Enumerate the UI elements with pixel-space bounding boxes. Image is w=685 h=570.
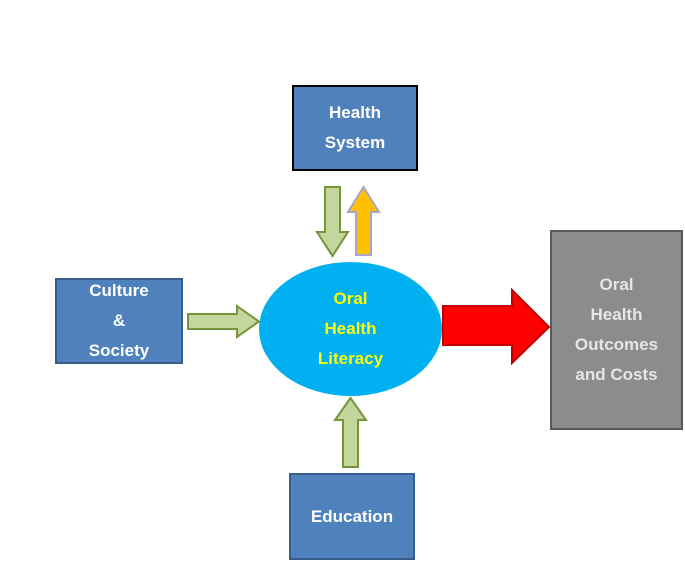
arrow-health-system-to-literacy	[315, 186, 350, 258]
oral-health-literacy-ellipse: Oral Health Literacy	[259, 262, 442, 396]
education-box: Education	[289, 473, 415, 560]
culture-society-label-line-1: Culture	[89, 281, 149, 300]
health-system-label-line-1: Health	[329, 103, 381, 122]
outcomes-costs-box: Oral Health Outcomes and Costs	[550, 230, 683, 430]
arrow-literacy-to-health-system	[346, 185, 381, 256]
outcomes-label-line-1: Oral	[599, 275, 634, 294]
education-label: Education	[310, 506, 394, 526]
arrow-literacy-to-outcomes	[442, 287, 551, 366]
outcomes-label-line-2: Health	[590, 305, 643, 324]
culture-society-box: Culture & Society	[55, 278, 183, 364]
literacy-label-line-3: Literacy	[317, 349, 384, 368]
arrow-education-to-literacy	[333, 396, 368, 468]
arrow-culture-to-literacy	[187, 304, 261, 339]
health-system-label-line-2: System	[324, 133, 386, 152]
culture-society-label-line-2: &	[112, 311, 126, 330]
health-system-box: Health System	[292, 85, 418, 171]
literacy-label-line-1: Oral	[333, 289, 368, 308]
outcomes-label-line-4: and Costs	[575, 365, 658, 384]
outcomes-label-line-3: Outcomes	[574, 335, 659, 354]
culture-society-label-line-3: Society	[88, 341, 150, 360]
literacy-label-line-2: Health	[324, 319, 377, 338]
